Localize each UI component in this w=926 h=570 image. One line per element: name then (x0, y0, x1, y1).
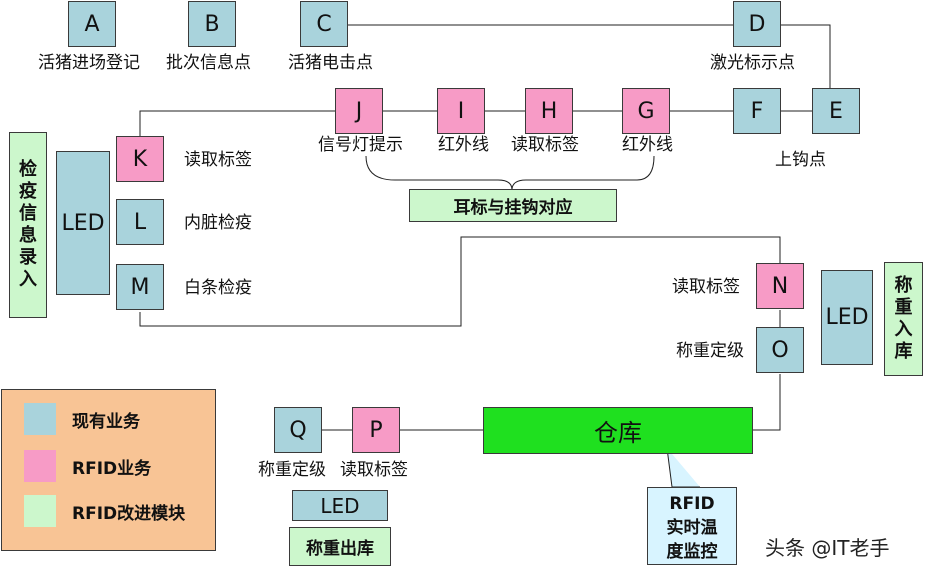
caption-c: 活猪电击点 (288, 53, 373, 73)
node-q: Q (274, 407, 322, 453)
warehouse-box: 仓库 (483, 407, 753, 454)
node-c: C (300, 1, 348, 47)
caption-p: 读取标签 (340, 460, 408, 480)
caption-k: 读取标签 (184, 150, 252, 170)
quarantine-entry-box: 检 疫 信 息 录 入 (9, 132, 47, 318)
weigh-in-char: 入 (894, 319, 913, 340)
weigh-in-char: 库 (894, 341, 913, 362)
legend-swatch-existing (24, 403, 56, 435)
node-o: O (756, 327, 804, 373)
legend-item-improvement: RFID改进模块 (24, 495, 185, 527)
legend-label: 现有业务 (72, 411, 140, 432)
caption-q: 称重定级 (258, 460, 326, 480)
caption-n: 读取标签 (672, 277, 740, 297)
rfid-temperature-monitor-callout: RFID 实时温 度监控 (647, 487, 737, 565)
caption-b: 批次信息点 (166, 53, 251, 73)
ear-tag-hook-mapping-label: 耳标与挂钩对应 (409, 189, 617, 222)
caption-g: 红外线 (622, 135, 673, 155)
node-d: D (733, 1, 781, 47)
node-g: G (622, 88, 670, 134)
node-h: H (525, 88, 573, 134)
legend-swatch-rfid (24, 450, 56, 482)
legend-label: RFID改进模块 (72, 503, 186, 524)
node-i: I (437, 88, 485, 134)
quarantine-entry-char: 疫 (19, 181, 37, 202)
legend-item-existing: 现有业务 (24, 403, 140, 435)
quarantine-entry-char: 入 (19, 269, 37, 290)
led-display-weigh-out: LED (292, 490, 388, 521)
callout-line: 度监控 (666, 542, 718, 562)
node-j: J (335, 88, 383, 134)
caption-o: 称重定级 (676, 341, 744, 361)
weigh-in-char: 称 (894, 275, 913, 296)
caption-e: 上钩点 (775, 150, 826, 170)
weigh-in-storage-box: 称 重 入 库 (884, 262, 923, 376)
node-n: N (756, 263, 804, 309)
caption-m: 白条检疫 (184, 278, 252, 298)
node-e: E (812, 88, 860, 134)
quarantine-entry-char: 录 (19, 247, 37, 268)
node-k: K (116, 136, 164, 182)
led-display-quarantine: LED (56, 151, 110, 295)
weigh-in-char: 重 (894, 297, 913, 318)
node-m: M (116, 264, 164, 310)
node-b: B (188, 1, 236, 47)
quarantine-entry-char: 检 (19, 159, 37, 180)
node-l: L (116, 199, 164, 245)
node-p: P (352, 407, 400, 453)
callout-line: 实时温 (666, 518, 718, 538)
callout-line: RFID (669, 494, 715, 514)
legend-item-rfid: RFID业务 (24, 450, 151, 482)
legend-swatch-improvement (24, 495, 56, 527)
legend-label: RFID业务 (72, 458, 152, 479)
caption-h: 读取标签 (511, 135, 579, 155)
weigh-out-box: 称重出库 (289, 527, 391, 566)
node-a: A (68, 1, 116, 47)
caption-i: 红外线 (438, 135, 489, 155)
quarantine-entry-char: 息 (19, 225, 37, 246)
watermark: 头条 @IT老手 (765, 536, 890, 560)
caption-a: 活猪进场登记 (38, 53, 140, 73)
caption-l: 内脏检疫 (184, 213, 252, 233)
caption-j: 信号灯提示 (318, 135, 403, 155)
quarantine-entry-char: 信 (19, 203, 37, 224)
caption-d: 激光标示点 (710, 53, 795, 73)
legend: 现有业务 RFID业务 RFID改进模块 (1, 389, 216, 551)
led-display-weigh-in: LED (821, 270, 873, 365)
node-f: F (733, 88, 781, 134)
